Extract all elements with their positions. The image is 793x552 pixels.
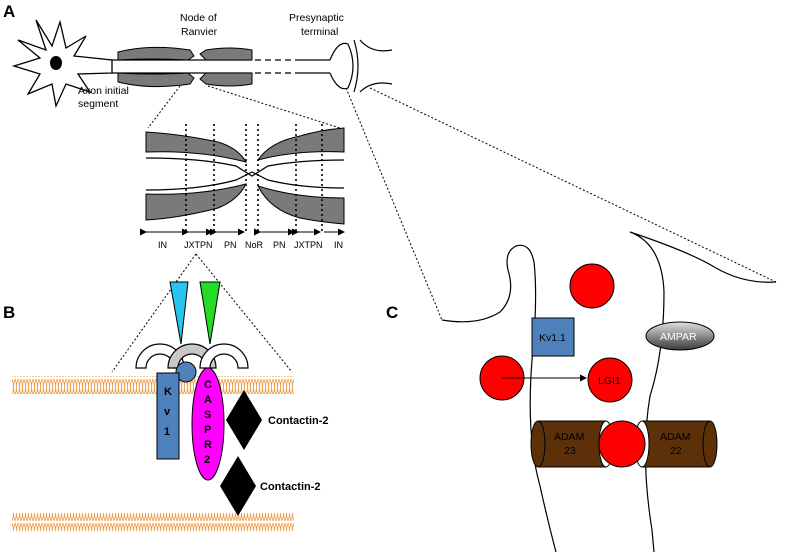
myelin-sheath — [199, 47, 253, 61]
segment-label: IN — [158, 240, 167, 250]
presynaptic-label-1: Presynaptic — [289, 12, 344, 24]
caspr2 — [191, 367, 225, 481]
membrane-bottom — [12, 513, 294, 531]
zoom-line — [111, 253, 293, 373]
axolemma — [145, 171, 345, 191]
adam23-label-2: 23 — [564, 445, 576, 457]
node-of-ranvier-label-2: Ranvier — [181, 26, 218, 38]
segment-label: PN — [224, 240, 237, 250]
ampar-label: AMPAR — [660, 331, 697, 343]
adam22-right-cap — [702, 420, 718, 468]
zoom-line — [147, 85, 341, 129]
contactin-2-diamond — [220, 456, 256, 516]
zoom-line — [345, 87, 777, 321]
adam22-body — [641, 420, 711, 468]
myelin-sheath — [199, 72, 253, 87]
synapse-membranes — [441, 231, 777, 552]
lgi1-molecule — [569, 263, 615, 309]
cyan-wedge — [169, 281, 189, 345]
ais-label-1: Axon initial — [78, 85, 129, 97]
neuron — [11, 19, 393, 109]
postsynaptic-membrane-right — [629, 231, 777, 283]
kv1-channel — [156, 372, 180, 460]
kv11-box — [531, 317, 575, 357]
segment-label: PN — [273, 240, 286, 250]
nucleus — [50, 56, 62, 70]
ampar-receptor — [645, 321, 715, 351]
caspr2-letter: 2 — [204, 454, 210, 466]
caspr2-letter: P — [204, 424, 211, 436]
segment-label: JXTPN — [294, 240, 323, 250]
myelin-sheath — [145, 131, 248, 163]
segment-label: NoR — [245, 240, 264, 250]
adam23-body — [537, 420, 607, 468]
domain-dividers — [185, 124, 323, 232]
axon-gap — [245, 59, 300, 74]
presynaptic-membrane — [441, 244, 557, 552]
myelin-sheath — [117, 46, 195, 61]
panel-b-letter: B — [3, 303, 15, 322]
node-of-ranvier-label-1: Node of — [180, 12, 217, 24]
kv1-letter: K — [164, 386, 172, 398]
contactin-2-label: Contactin-2 — [268, 415, 329, 427]
kv1-letter: 1 — [164, 426, 170, 438]
lgi1-label: LGI1 — [598, 375, 621, 387]
adam23-left-cap — [530, 420, 546, 468]
lgi1-molecule — [598, 420, 646, 468]
tetramer-subunits — [135, 343, 249, 369]
membrane-top — [12, 376, 294, 394]
caspr2-letter: A — [204, 394, 212, 406]
segment-label: JXTPN — [184, 240, 213, 250]
ais-label-2: segment — [78, 98, 118, 110]
subunit-arc — [199, 343, 249, 369]
presynaptic-terminal — [329, 42, 354, 90]
adam22-label-2: 22 — [670, 445, 682, 457]
myelin-sheath — [256, 127, 345, 161]
myelin-sheath — [117, 72, 195, 88]
lgi1-molecule — [587, 357, 633, 403]
beta-subunit — [175, 361, 197, 383]
adam22-label-1: ADAM — [660, 431, 690, 443]
caspr2-letter: S — [204, 409, 211, 421]
segment-label: IN — [334, 240, 343, 250]
panel-c-letter: C — [386, 303, 398, 322]
postsynaptic-membrane — [629, 231, 665, 552]
adam23-label-1: ADAM — [554, 431, 584, 443]
green-wedge — [199, 281, 221, 345]
postsynaptic-cleft — [353, 39, 359, 93]
node-zoom: IN JXTPN PN NoR PN JXTPN IN — [140, 124, 345, 250]
subunit-arc — [167, 343, 217, 369]
caspr2-letter: R — [204, 439, 212, 451]
contactin-2-label: Contactin-2 — [260, 481, 321, 493]
adam22-cylinder — [634, 420, 718, 468]
postsynaptic-membrane — [359, 39, 393, 93]
myelin-sheath — [257, 185, 345, 225]
presynaptic-label-2: terminal — [301, 26, 338, 38]
kv1-letter: v — [164, 406, 171, 418]
panel-a-letter: A — [3, 2, 15, 21]
axolemma — [145, 157, 345, 177]
neuron-soma — [11, 19, 113, 109]
kv11-label: Kv1.1 — [539, 332, 566, 344]
contactin-2-diamond — [226, 390, 262, 450]
caspr2-letter: C — [204, 379, 212, 391]
myelin-sheath — [145, 183, 247, 221]
